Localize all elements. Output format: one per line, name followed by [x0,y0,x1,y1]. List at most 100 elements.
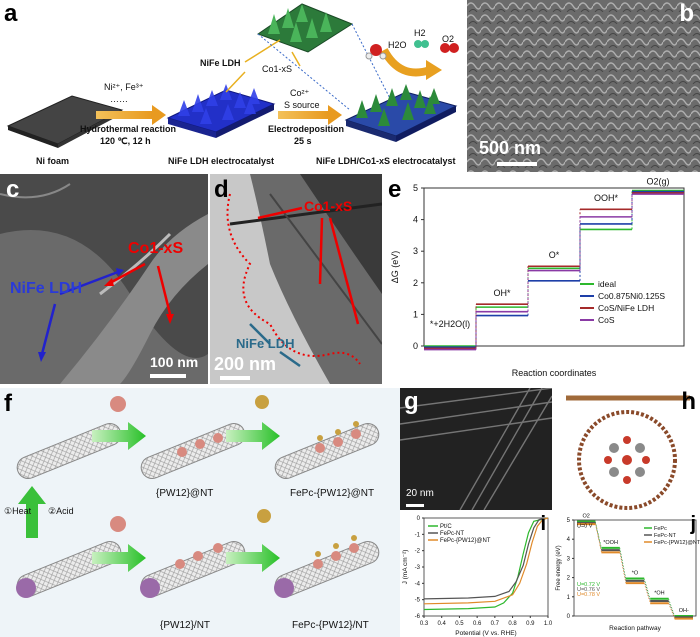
panel-f-schematic: f {PW12}@NT FePc-{PW12}@NT {PW12}/NT FeP… [0,388,400,637]
series-line-0 [423,517,549,611]
x-tick-label-2: 0.5 [455,621,464,627]
series-line-2 [423,517,549,605]
y-tick-label-6: -6 [415,614,421,620]
step-label-4: OH- [679,608,689,614]
panel-j-label: j [690,513,696,535]
x-tick-label-3: 0.6 [473,621,482,627]
sem-texture [467,0,700,172]
h2-label: H2 [414,28,426,38]
step-label-2: O* [549,250,560,260]
legend-label-0: FePc [654,526,667,532]
plot-frame [573,519,697,617]
arrow-f-4 [226,544,280,572]
legend-label-1: Co0.875Ni0.125S [598,291,665,301]
step-label-1: *OOH [603,540,618,546]
y-tick-label-4: 4 [567,537,571,543]
y-tick-label-5: -5 [415,598,421,604]
x-axis-label: Potential (V vs. RHE) [455,630,516,637]
nife-ldh-electrocatalyst-label: NiFe LDH electrocatalyst [168,156,275,166]
tem-c-image [0,174,208,384]
link-0-1 [619,547,627,579]
y-tick-label-2: 2 [567,576,571,582]
step-label-0: O2 [583,514,590,520]
reaction-arrow [380,47,432,77]
y-tick-label-2: 2 [413,278,418,288]
co1xs-top-label: Co1-xS [262,64,293,74]
fepc-pw-on-nt-label: FePc-{PW12}/NT [292,620,369,631]
y-tick-label-0: 0 [417,516,421,522]
x-tick-label-6: 0.9 [526,621,535,627]
d-scale-text: 200 nm [214,354,277,374]
electrodeposition-label: Electrodeposition [268,124,345,134]
panel-d-label: d [214,176,229,203]
legend-label-0: Pt/C [440,524,452,530]
link-0-2 [643,578,651,599]
x-tick-label-0: 0.3 [420,621,429,627]
acid-label: ②Acid [48,506,74,516]
panel-e-label: e [388,176,402,203]
product-label: NiFe LDH/Co1-xS electrocatalyst [316,156,456,166]
series-line-1 [423,517,549,600]
y-tick-label-1: 1 [567,595,571,601]
scale-bar-b [497,162,537,166]
x-tick-label-5: 0.8 [508,621,517,627]
y-tick-label-0: 0 [567,614,571,620]
pw-on-nt-label: {PW12}/NT [160,620,211,631]
panel-g-stem: g 20 nm [400,388,552,510]
y-tick-label-4: 4 [413,215,418,225]
x-axis-label: Reaction pathway [609,625,661,632]
hydrothermal-condition: 120 ℃, 12 h [100,136,151,146]
link-1-0 [595,522,602,551]
tube-top-2 [140,423,246,479]
potential-label-0: U=0 V [577,524,593,530]
legend-label-1: FePc-NT [654,533,677,539]
panel-b-label: b [679,0,694,27]
y-axis-label: Free energy (eV) [556,545,562,590]
y-tick-label-1: 1 [413,309,418,319]
link-0-3 [668,598,675,617]
x-tick-label-7: 1.0 [544,621,552,627]
stem-image [400,388,552,510]
arrow-hydrothermal [96,111,152,119]
plot-frame [423,187,685,347]
link-1-3 [668,600,675,618]
potential-label-1: U=0.72 V [577,582,600,588]
panel-g-label: g [404,388,419,415]
heat-label: ①Heat [4,506,32,516]
y-tick-label-5: 5 [413,183,418,193]
ellipsis-label: …… [110,94,128,104]
potential-label-2: U=0.76 V [577,587,600,593]
panel-a: a Ni²⁺, Fe³⁺ …… Hydrothermal reaction 12… [0,0,466,172]
nanotube-schematic [16,395,380,598]
arrow-f-2 [226,422,280,450]
tube-bottom-1 [16,541,122,598]
scale-bar-c [150,374,186,378]
link-2-0 [595,524,602,553]
y-tick-label-0: 0 [413,341,418,351]
pw-nt-label: {PW12}@NT [156,488,214,499]
step-label-3: *OH [654,591,664,597]
nife-ldh-top-label: NiFe LDH [200,58,241,68]
step-label-0: *+2H2O(l) [430,319,470,329]
panel-h-label: h [681,388,696,415]
fepc-pw-nt-label: FePc-{PW12}@NT [290,488,375,499]
tem-d-image [210,174,382,384]
y-axis-label: J (mA cm⁻²) [402,550,409,585]
panel-a-label: a [4,0,18,27]
scale-bar-g [406,504,424,507]
y-tick-label-5: 5 [567,518,571,524]
o2-label: O2 [442,34,455,44]
panel-h-structure: h [554,388,700,512]
tube-top-3 [274,423,380,479]
co2-label: Co²⁺ [290,88,310,98]
y-tick-label-1: -1 [415,532,421,538]
x-tick-label-4: 0.7 [491,621,500,627]
d-co1xs-label: Co1-xS [304,198,353,214]
c-scale-text: 100 nm [150,354,199,370]
step-label-1: OH* [493,288,511,298]
tube-bottom-3 [274,541,380,598]
